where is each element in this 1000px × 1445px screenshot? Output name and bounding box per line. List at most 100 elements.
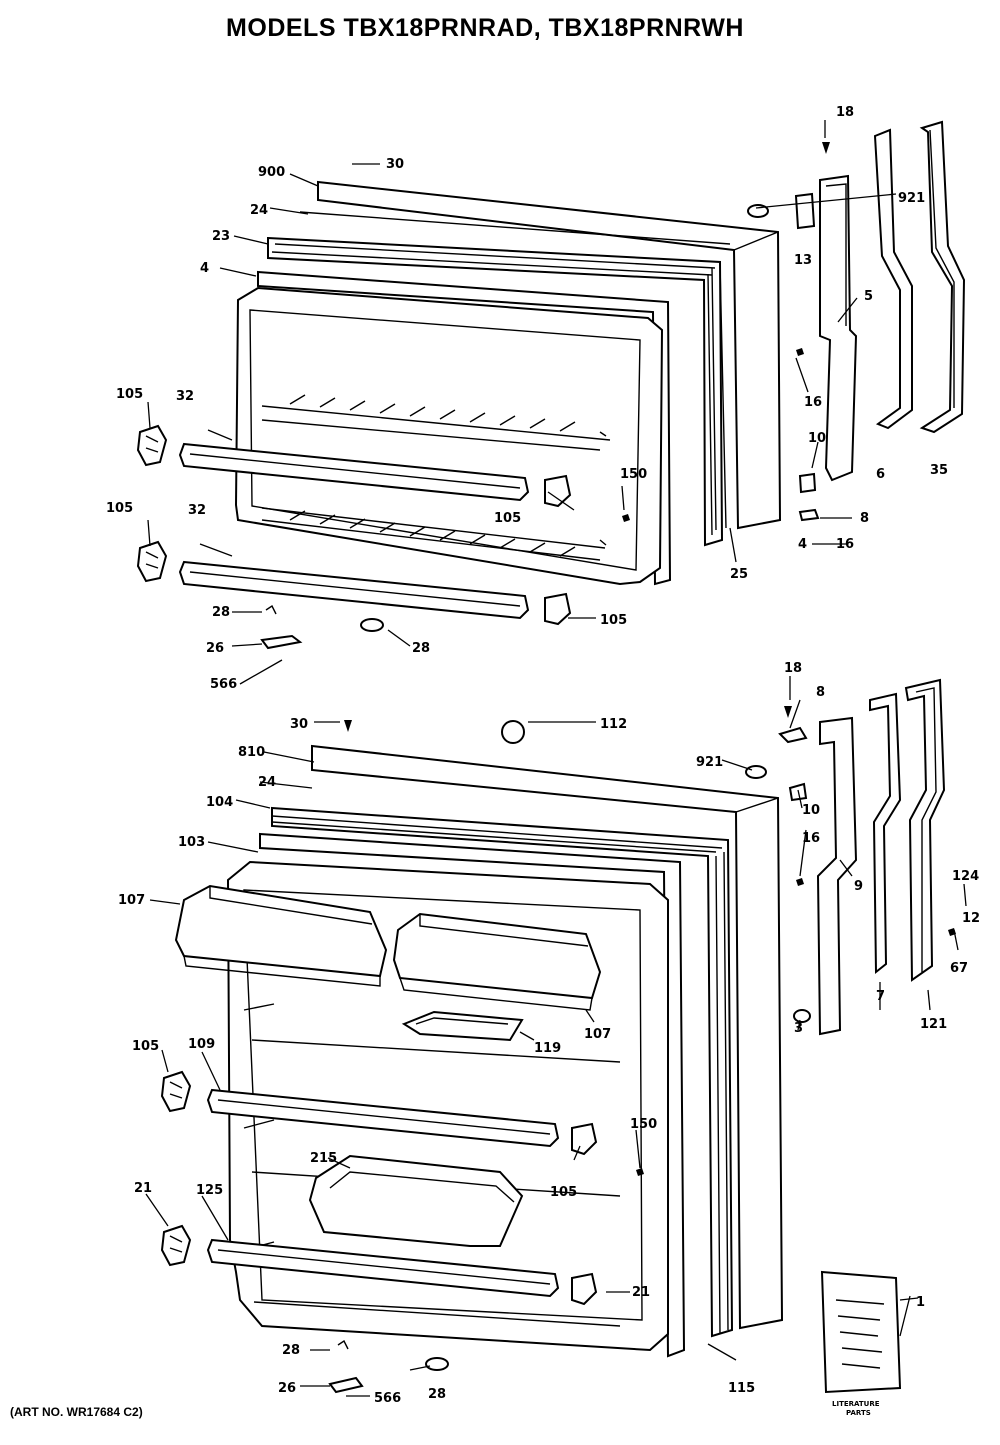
- label-6: 6: [876, 467, 885, 482]
- fresh-door-shelf-right: [392, 912, 602, 1000]
- label-25: 25: [730, 567, 748, 582]
- label-105-fresh-b: 105: [550, 1185, 577, 1200]
- label-8-fresh: 8: [816, 685, 825, 700]
- label-107-b: 107: [584, 1027, 611, 1042]
- freezer-leader-lines: [147, 120, 897, 685]
- diagram-title: MODELS TBX18PRNRAD, TBX18PRNRWH: [226, 14, 744, 42]
- label-215: 215: [310, 1151, 337, 1166]
- label-4-16-b: 16: [836, 537, 854, 552]
- label-103: 103: [178, 835, 205, 850]
- label-12: 12: [962, 911, 980, 926]
- label-150-fresh: 150: [630, 1117, 657, 1132]
- label-121: 121: [920, 1017, 947, 1032]
- label-4-16-a: 4: [798, 537, 807, 552]
- label-105-fresh-a: 105: [132, 1039, 159, 1054]
- label-26-fresh: 26: [278, 1381, 296, 1396]
- freezer-handle-cap-13: [794, 192, 816, 230]
- freezer-handle-channel: [819, 174, 858, 482]
- label-124: 124: [952, 869, 979, 884]
- fresh-cap-3: [793, 1009, 811, 1023]
- label-566-fresh: 566: [374, 1391, 401, 1406]
- fresh-bracket-21-right: [571, 1272, 598, 1306]
- label-9: 9: [854, 879, 863, 894]
- label-28-b-fresh: 28: [428, 1387, 446, 1402]
- freezer-handle-35: [919, 120, 966, 434]
- label-18-top: 18: [836, 105, 854, 120]
- label-16-freezer: 16: [804, 395, 822, 410]
- label-4-freezer: 4: [200, 261, 209, 276]
- label-921-freezer: 921: [898, 191, 925, 206]
- label-3: 3: [794, 1021, 803, 1036]
- label-30-fresh: 30: [290, 717, 308, 732]
- label-24-fresh: 24: [258, 775, 276, 790]
- fresh-screw-150: [636, 1168, 644, 1176]
- literature-label-1: LITERATURE: [832, 1400, 880, 1408]
- fresh-shelf-bar-109: [206, 1088, 560, 1148]
- label-24-freezer: 24: [250, 203, 268, 218]
- fresh-bracket-105-right: [571, 1122, 598, 1156]
- label-105-b: 105: [106, 501, 133, 516]
- label-566-freezer: 566: [210, 677, 237, 692]
- label-28-b-freezer: 28: [412, 641, 430, 656]
- fresh-door-bin-215: [308, 1154, 524, 1247]
- fresh-door-gasket: [271, 806, 734, 1338]
- fresh-bracket-26: [328, 1376, 364, 1394]
- art-number: (ART NO. WR17684 C2): [10, 1405, 143, 1419]
- freezer-part-labels: 18 900 30 921 24 13 23 5 4 16 105 32 10 …: [106, 105, 948, 692]
- freezer-shelf-bar-upper: [178, 442, 530, 502]
- label-810: 810: [238, 745, 265, 760]
- label-900: 900: [258, 165, 285, 180]
- freezer-handle-6: [873, 128, 913, 430]
- freezer-grommet-28: [360, 618, 384, 632]
- label-5: 5: [864, 289, 873, 304]
- label-35: 35: [930, 463, 948, 478]
- label-105-d: 105: [600, 613, 627, 628]
- label-10-fresh: 10: [802, 803, 820, 818]
- fresh-handle-channel-9: [816, 716, 858, 1036]
- freezer-screw-18: [822, 142, 830, 154]
- label-109: 109: [188, 1037, 215, 1052]
- label-112: 112: [600, 717, 627, 732]
- fresh-bracket-105-left: [160, 1070, 192, 1113]
- fresh-part-labels: 18 8 30 112 810 921 24 10 104 16 103 9 1…: [118, 661, 980, 1406]
- label-26-freezer: 26: [206, 641, 224, 656]
- freezer-bracket-26: [260, 634, 303, 650]
- label-10-freezer: 10: [808, 431, 826, 446]
- freezer-plug-921: [747, 204, 769, 218]
- fresh-screw-16: [796, 878, 804, 886]
- label-8-freezer: 8: [860, 511, 869, 526]
- label-21-b: 21: [632, 1285, 650, 1300]
- freezer-screw-8: [798, 508, 820, 522]
- freezer-screw-150: [622, 514, 630, 522]
- label-107-a: 107: [118, 893, 145, 908]
- fresh-screw-18: [784, 706, 792, 718]
- label-150-freezer: 150: [620, 467, 647, 482]
- fresh-hinge-cap-8: [778, 726, 808, 744]
- label-16-fresh: 16: [802, 831, 820, 846]
- label-28-a-freezer: 28: [212, 605, 230, 620]
- label-67: 67: [950, 961, 968, 976]
- fresh-screw-30: [344, 720, 352, 732]
- label-125: 125: [196, 1183, 223, 1198]
- fresh-shelf-bar-125: [206, 1238, 560, 1298]
- literature-packet: LITERATURE PARTS: [820, 1270, 919, 1417]
- freezer-shelf-bracket-left-lower: [136, 540, 168, 583]
- fresh-badge-112: [501, 720, 525, 744]
- freezer-door-gasket: [267, 236, 724, 547]
- fresh-bracket-21-left: [160, 1224, 192, 1267]
- label-105-a: 105: [116, 387, 143, 402]
- label-105-c: 105: [494, 511, 521, 526]
- fresh-leader-lines: [145, 676, 967, 1397]
- label-18-fresh: 18: [784, 661, 802, 676]
- label-30-top: 30: [386, 157, 404, 172]
- label-7: 7: [876, 989, 885, 1004]
- freezer-shelf-bracket-left-upper: [136, 424, 168, 467]
- freezer-hinge-cap-10: [798, 472, 817, 494]
- freezer-shelf-bar-lower: [178, 560, 530, 620]
- fresh-grommet-28: [425, 1357, 449, 1371]
- label-1: 1: [916, 1295, 925, 1310]
- label-21-a: 21: [134, 1181, 152, 1196]
- freezer-door-assembly: [136, 120, 966, 650]
- fresh-butter-tray: [401, 1010, 524, 1042]
